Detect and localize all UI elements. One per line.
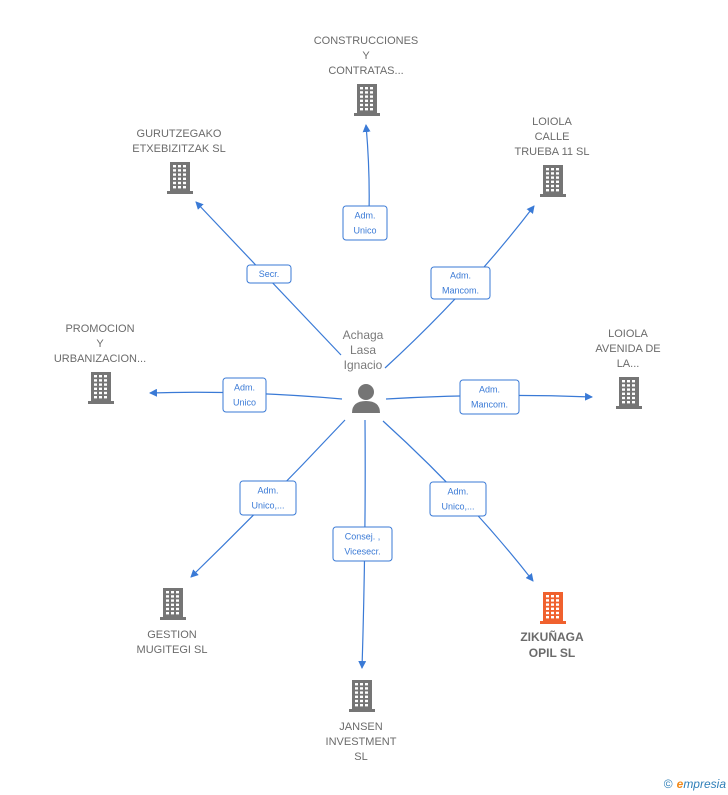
center-person[interactable]: Achaga Lasa Ignacio [343,328,384,413]
edge-label-loiola-avenida[interactable]: Adm. Mancom. [459,379,520,415]
edge-label-promocion[interactable]: Adm. Unico [222,377,267,413]
company-node-gurutzegako[interactable]: GURUTZEGAKO ETXEBIZITZAK SL [132,128,226,194]
edge-label-text: Mancom. [442,286,479,296]
company-label: GESTION [147,629,197,641]
edge-label-gurutzegako[interactable]: Secr. [246,264,292,284]
company-node-jansen[interactable]: JANSEN INVESTMENT SL [326,680,397,763]
edge-label-construcciones[interactable]: Adm. Unico [342,205,388,241]
edge-label-gestion[interactable]: Adm. Unico,... [239,480,297,516]
company-label: Y [96,338,104,350]
edge-label-text: Vicesecr. [344,547,380,557]
edge-label-text: Consej. , [345,532,381,542]
edge-construcciones [362,124,371,214]
footer-brand: ©empresia [664,777,726,791]
company-label: INVESTMENT [326,736,397,748]
edge-label-text: Unico,... [251,501,284,511]
edge-label-text: Adm. [479,385,500,395]
company-node-construcciones[interactable]: CONSTRUCCIONES Y CONTRATAS... [314,35,419,116]
copyright-icon: © [663,777,673,791]
building-icon [160,588,186,620]
company-label: LA... [617,358,640,370]
edge-label-text: Mancom. [471,400,508,410]
company-node-zikunaga[interactable]: ZIKUÑAGA OPIL SL [520,592,584,660]
edge-label-text: Unico,... [441,502,474,512]
company-label: CALLE [535,131,570,143]
edge-label-text: Adm. [257,486,278,496]
company-label: URBANIZACION... [54,353,146,365]
company-label: TRUEBA 11 SL [515,146,590,158]
building-icon [616,377,642,409]
edge-label-text: Adm. [354,211,375,221]
edge-label-text: Adm. [234,383,255,393]
edge-label-text: Secr. [259,269,280,279]
company-label: SL [354,751,367,763]
person-icon [352,384,380,413]
edge-label-text: Adm. [450,271,471,281]
company-label: GURUTZEGAKO [137,128,222,140]
company-label: ZIKUÑAGA [520,629,584,644]
building-icon [349,680,375,712]
company-node-promocion[interactable]: PROMOCION Y URBANIZACION... [54,323,146,404]
edge-label-text: Unico [233,398,256,408]
building-icon [167,162,193,194]
company-label: JANSEN [339,721,382,733]
center-label-line-1: Achaga [343,328,384,342]
brand-name: mpresia [683,777,726,791]
building-icon [354,84,380,116]
company-label: CONTRATAS... [328,65,403,77]
edge-label-zikunaga[interactable]: Adm. Unico,... [429,481,487,517]
company-label: LOIOLA [608,328,648,340]
edge-label-loiola-calle[interactable]: Adm. Mancom. [430,266,491,300]
company-node-loiola-calle[interactable]: LOIOLA CALLE TRUEBA 11 SL [515,116,590,197]
edge-label-jansen[interactable]: Consej. , Vicesecr. [332,526,393,562]
brand-logo-e: e [676,777,684,791]
center-label-line-2: Lasa [350,343,376,357]
company-label: AVENIDA DE [595,343,660,355]
edge-label-text: Adm. [447,487,468,497]
company-label: PROMOCION [65,323,134,335]
building-icon [540,165,566,197]
company-label: Y [362,50,370,62]
edge-label-text: Unico [353,226,376,236]
company-label: ETXEBIZITZAK SL [132,143,226,155]
company-label: LOIOLA [532,116,572,128]
building-icon [88,372,114,404]
company-label: OPIL SL [529,646,575,660]
center-label-line-3: Ignacio [344,358,383,372]
building-icon [540,592,566,624]
company-label: MUGITEGI SL [137,644,208,656]
company-node-gestion[interactable]: GESTION MUGITEGI SL [137,588,208,656]
company-label: CONSTRUCCIONES [314,35,419,47]
company-node-loiola-avenida[interactable]: LOIOLA AVENIDA DE LA... [595,328,661,409]
